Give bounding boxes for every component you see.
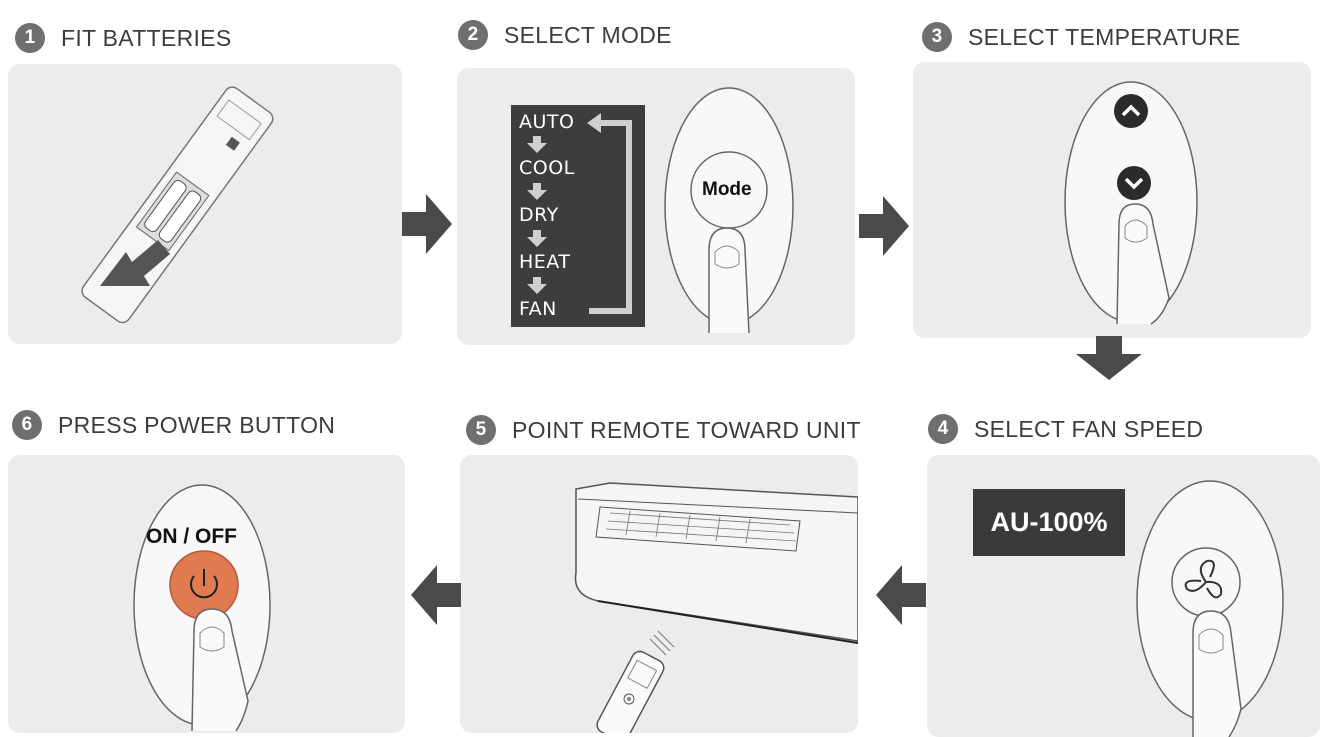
panel-select-temperature [913,62,1311,338]
step-number-badge: 3 [922,22,952,52]
step-title-text: SELECT FAN SPEED [974,415,1204,442]
flow-arrow-icon [1076,336,1142,380]
down-arrow-icon [527,230,547,247]
mode-item-cool: COOL [519,157,575,179]
flow-arrow-icon [411,565,461,625]
finger-icon [1192,610,1242,737]
panel-fan-speed: AU-100% [927,455,1320,737]
panel-power: ON / OFF [8,455,405,733]
finger-icon [708,227,750,334]
remote-outline [664,87,794,325]
fan-speed-display: AU-100% [973,489,1125,556]
flow-arrow-icon [876,565,926,625]
power-button-label[interactable]: ON / OFF [146,525,237,548]
ac-unit-illustration [574,482,858,733]
power-remote-illustration [133,484,271,732]
mode-item-heat: HEAT [519,251,571,273]
step-title-text: SELECT TEMPERATURE [968,23,1241,50]
panel-fit-batteries [8,64,402,344]
mode-item-dry: DRY [519,204,559,226]
slide-direction-arrow-icon [100,240,170,286]
step-6-title: 6 PRESS POWER BUTTON [12,410,335,440]
step-title-text: FIT BATTERIES [61,24,232,51]
mode-button[interactable]: Mode [702,179,752,200]
power-icon [190,569,218,599]
down-arrow-icon [1117,166,1151,200]
fan-remote-illustration [1136,480,1284,737]
step-5-title: 5 POINT REMOTE TOWARD UNIT [466,415,861,445]
finger-icon [1116,203,1170,325]
flow-arrow-icon [859,196,909,256]
step-title-text: POINT REMOTE TOWARD UNIT [512,416,861,443]
fan-icon [1184,559,1223,599]
mode-item-fan: FAN [519,298,557,320]
down-arrow-icon [527,183,547,200]
signal-beam-icon [649,630,675,656]
flow-arrow-icon [402,194,452,254]
mode-cycle-list: AUTO COOL DRY HEAT FAN [511,105,645,327]
step-number-badge: 5 [466,415,496,445]
mode-cycle-arrows [527,113,632,314]
down-arrow-icon [527,277,547,294]
mode-item-auto: AUTO [519,111,575,133]
up-arrow-icon [1114,94,1148,128]
step-2-title: 2 SELECT MODE [458,20,672,50]
step-title-text: PRESS POWER BUTTON [58,411,336,438]
step-number-badge: 6 [12,410,42,440]
panel-select-mode: AUTO COOL DRY HEAT FAN Mode [457,68,855,345]
panel-point-remote [460,455,858,733]
step-number-badge: 1 [15,23,45,53]
step-3-title: 3 SELECT TEMPERATURE [922,22,1241,52]
ac-indoor-unit [574,482,858,642]
remote-icon [596,650,665,733]
step-1-title: 1 FIT BATTERIES [15,23,231,53]
down-arrow-icon [527,136,547,153]
step-title-text: SELECT MODE [504,21,672,48]
step-number-badge: 4 [928,414,958,444]
temperature-remote-illustration [1064,81,1198,325]
loop-back-arrow-icon [589,120,632,314]
remote-battery-illustration [81,86,274,324]
step-number-badge: 2 [458,20,488,50]
finger-icon [191,608,249,732]
step-4-title: 4 SELECT FAN SPEED [928,414,1203,444]
